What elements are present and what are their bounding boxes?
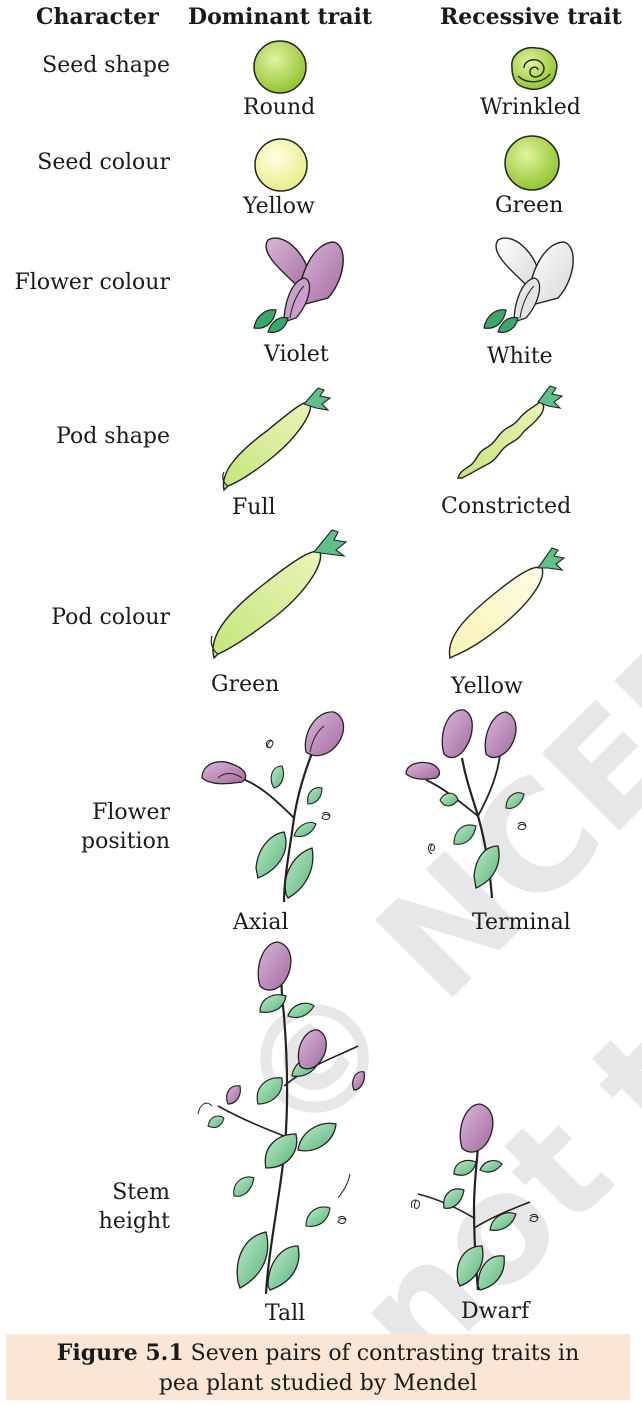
row-pod-shape-dominant: Full (232, 495, 276, 520)
caption-text-line2: pea plant studied by Mendel (158, 1371, 478, 1396)
stem-height-line2: height (98, 1209, 170, 1234)
axial-flower-plant-illustration (201, 711, 345, 903)
row-seed-colour-character: Seed colour (37, 150, 170, 175)
figure-caption: Figure 5.1 Seven pairs of contrasting tr… (6, 1334, 630, 1400)
green-pod-illustration (210, 529, 348, 660)
row-flower-position-dominant: Axial (233, 910, 289, 935)
figure-label: Figure 5.1 (56, 1340, 184, 1366)
white-flower-illustration (483, 237, 574, 333)
row-pod-shape-character: Pod shape (56, 424, 170, 449)
row-pod-colour-recessive: Yellow (451, 674, 523, 699)
round-seed-illustration (253, 40, 307, 94)
row-seed-shape-recessive: Wrinkled (480, 95, 581, 120)
header-recessive: Recessive trait (440, 4, 622, 30)
stem-height-line1: Stem (112, 1180, 170, 1205)
yellow-seed-illustration (254, 138, 308, 192)
row-seed-colour-dominant: Yellow (243, 194, 315, 219)
row-flower-colour-character: Flower colour (14, 270, 170, 295)
row-pod-shape-recessive: Constricted (441, 494, 572, 519)
row-flower-colour-recessive: White (487, 344, 553, 369)
wrinkled-seed-illustration (511, 46, 558, 90)
row-seed-colour-recessive: Green (495, 193, 564, 218)
header-dominant: Dominant trait (188, 4, 372, 30)
row-stem-height-dominant: Tall (265, 1301, 306, 1326)
header-character: Character (36, 4, 159, 30)
flower-position-line2: position (81, 829, 170, 854)
row-flower-position-character: Flower position (81, 798, 170, 856)
row-pod-colour-character: Pod colour (51, 605, 170, 630)
row-stem-height-recessive: Dwarf (461, 1299, 530, 1324)
tall-plant-illustration (197, 941, 365, 1295)
flower-position-line1: Flower (92, 800, 170, 825)
row-stem-height-character: Stem height (99, 1178, 170, 1236)
yellow-pod-illustration (448, 547, 566, 660)
row-pod-colour-dominant: Green (211, 672, 280, 697)
row-seed-shape-character: Seed shape (42, 53, 170, 78)
violet-flower-illustration (253, 237, 344, 333)
row-flower-colour-dominant: Violet (264, 342, 329, 367)
terminal-flower-plant-illustration (405, 709, 527, 899)
green-seed-illustration (504, 135, 560, 191)
caption-text-line1: Seven pairs of contrasting traits in (190, 1341, 580, 1366)
dwarf-plant-illustration (411, 1103, 539, 1291)
row-seed-shape-dominant: Round (243, 95, 316, 120)
full-pod-illustration (222, 387, 332, 492)
constricted-pod-illustration (457, 385, 564, 479)
row-flower-position-recessive: Terminal (472, 910, 571, 935)
